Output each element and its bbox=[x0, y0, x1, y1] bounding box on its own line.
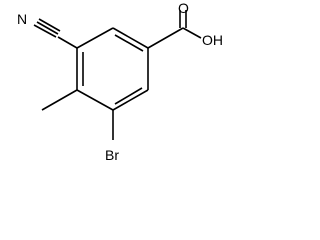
triple-bond-2 bbox=[33, 24, 57, 38]
ring-double-bond-inner-1 bbox=[114, 34, 144, 52]
hydroxyl-bond bbox=[182, 27, 202, 39]
triple-bond-1 bbox=[36, 21, 59, 35]
methyl-group bbox=[41, 89, 78, 111]
ring-to-cyano-bond bbox=[57, 36, 78, 49]
triple-bond-3 bbox=[38, 18, 61, 32]
benzene-ring bbox=[76, 27, 149, 111]
bromo-group: Br bbox=[105, 110, 119, 163]
methyl-bond bbox=[41, 89, 78, 111]
carbonyl-oxygen-label: O bbox=[178, 0, 189, 16]
ring-bond-4 bbox=[76, 89, 114, 111]
carboxylic-acid-group: O OH bbox=[147, 0, 223, 49]
hydroxyl-label: OH bbox=[202, 32, 223, 48]
cyano-group: N bbox=[17, 11, 78, 49]
ring-bond-3 bbox=[112, 89, 149, 111]
ring-bond-6 bbox=[76, 27, 114, 49]
chemical-structure-diagram: O OH N Br bbox=[17, 0, 223, 163]
bromine-label: Br bbox=[105, 147, 119, 163]
ring-to-carboxyl-bond bbox=[147, 27, 184, 49]
nitrogen-label: N bbox=[17, 11, 27, 27]
ring-bond-1 bbox=[112, 27, 149, 49]
ring-double-bond-inner-2 bbox=[114, 87, 143, 105]
